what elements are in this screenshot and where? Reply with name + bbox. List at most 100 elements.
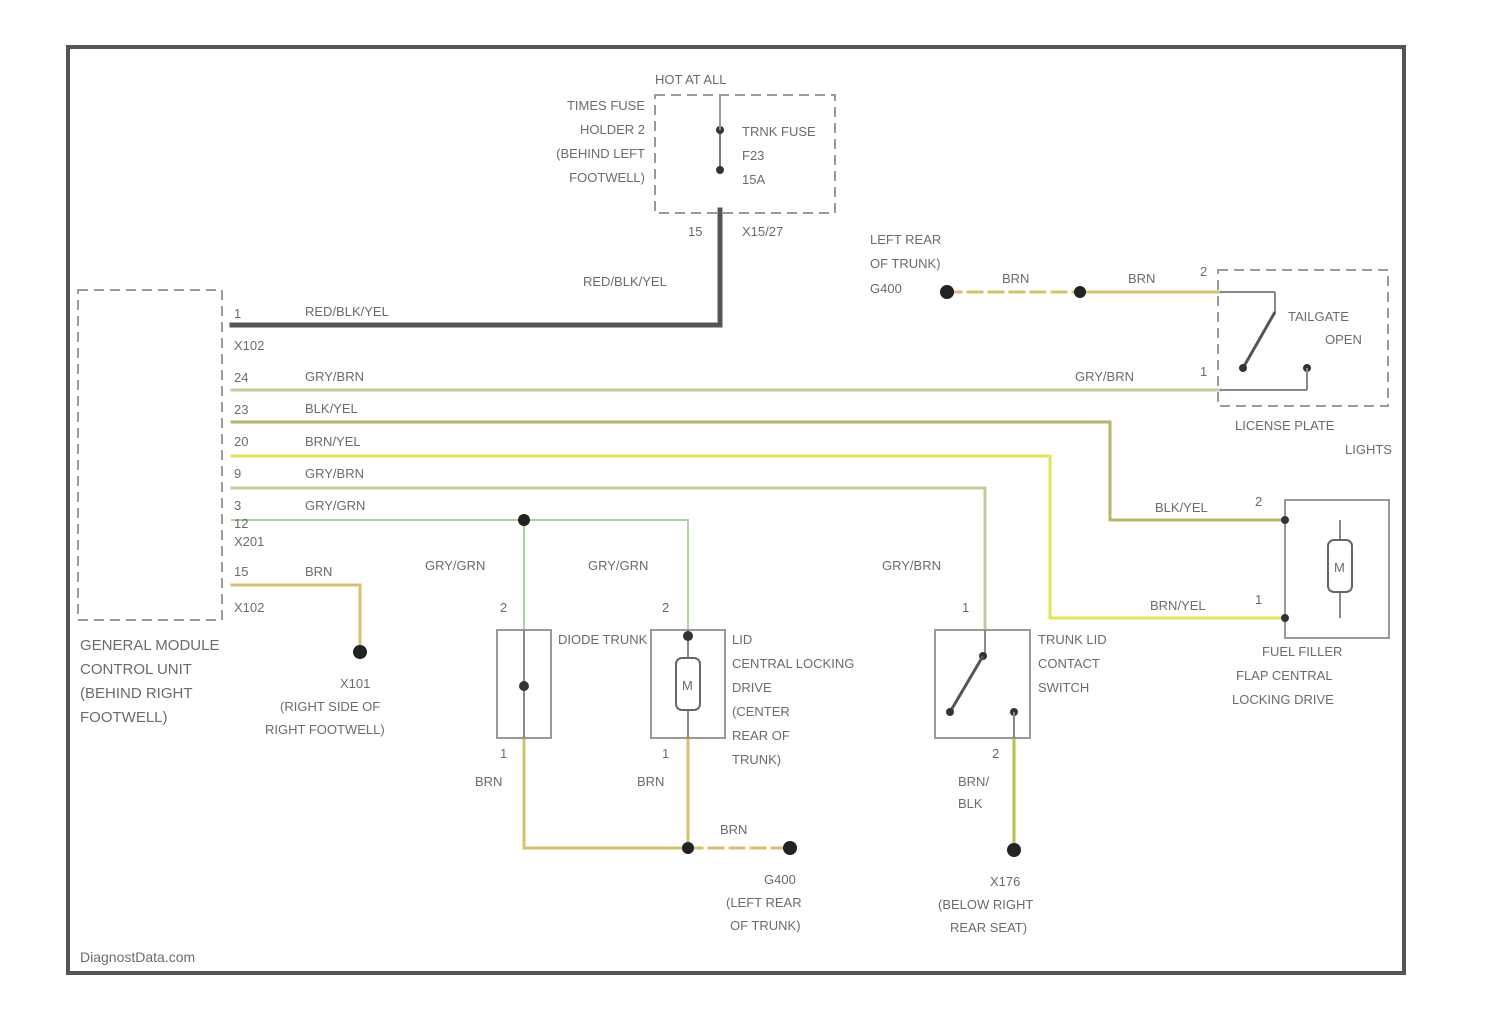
license-pin-bottom: 1 (1200, 364, 1207, 379)
ground-x101-dot (353, 645, 367, 659)
ground-g400-bottom-line-3: OF TRUNK) (730, 918, 801, 933)
ground-x101-line-1: X101 (340, 676, 370, 691)
fuse-holder-line-4: FOOTWELL) (569, 170, 645, 185)
ground-x176-line-3: REAR SEAT) (950, 920, 1027, 935)
gm-connector-x102: X102 (234, 338, 264, 353)
fuel-pin-1-dot (1281, 614, 1289, 622)
gm-pin-9: 9 (234, 466, 241, 481)
wire-label-red-blk-yel-1: RED/BLK/YEL (583, 274, 667, 289)
fuse-label-line-2: F23 (742, 148, 764, 163)
splice-top (1074, 286, 1086, 298)
trunk-switch-line-2: CONTACT (1038, 656, 1100, 671)
license-pin-top: 2 (1200, 264, 1207, 279)
lid-label-line-1: LID (732, 632, 752, 647)
diode-pin-bottom: 1 (500, 746, 507, 761)
wire-label-red-blk-yel-2: RED/BLK/YEL (305, 304, 389, 319)
fuse-holder-line-1: TIMES FUSE (567, 98, 645, 113)
ground-x176-line-1: X176 (990, 874, 1020, 889)
wire-blk-yel-fuel (232, 422, 1285, 520)
trunk-switch-contact-left (946, 708, 954, 716)
wire-label-brn-yel: BRN/YEL (305, 434, 361, 449)
trunk-lid-contact-switch: 1 2 TRUNK LID CONTACT SWITCH (935, 600, 1107, 761)
tailgate-switch-blade (1243, 312, 1275, 368)
lid-label-line-4: (CENTER (732, 704, 790, 719)
gm-connector-x102-b: X102 (234, 600, 264, 615)
ground-g400-top-line-1: LEFT REAR (870, 232, 941, 247)
lid-central-locking-drive: M 2 1 LID CENTRAL LOCKING DRIVE (CENTER … (651, 600, 854, 767)
watermark: DiagnostData.com (80, 949, 195, 965)
ground-g400-top-dot (940, 285, 954, 299)
fuse-label-line-3: 15A (742, 172, 765, 187)
general-module: 1 X102 24 23 20 9 3 12 X201 15 X102 GENE… (78, 290, 264, 726)
wire-brn-yel-fuel (232, 456, 1285, 618)
gm-label-line-2: CONTROL UNIT (80, 661, 192, 678)
fuel-pin-bottom: 1 (1255, 592, 1262, 607)
wire-label-gry-brn-right: GRY/BRN (1075, 369, 1134, 384)
ground-g400-bottom-line-2: (LEFT REAR (726, 895, 802, 910)
wire-label-gry-brn-switch: GRY/BRN (882, 558, 941, 573)
license-plate-box (1218, 270, 1388, 406)
trunk-switch-pin-bottom: 2 (992, 746, 999, 761)
gm-pin-23: 23 (234, 402, 248, 417)
wire-label-gry-brn-1: GRY/BRN (305, 369, 364, 384)
fuse-terminal-bottom (716, 166, 724, 174)
fuse-pin-right: X15/27 (742, 224, 783, 239)
ground-x176-dot (1007, 843, 1021, 857)
lid-pin-2-dot (683, 631, 693, 641)
license-plate-lights: 2 1 TAILGATE OPEN LICENSE PLATE LIGHTS (1200, 264, 1392, 457)
gm-pin-3: 3 (234, 498, 241, 513)
wire-label-brn-diode: BRN (475, 774, 502, 789)
trunk-switch-pin-top: 1 (962, 600, 969, 615)
tailgate-switch-contact-left (1239, 364, 1247, 372)
fuel-motor-label: M (1334, 560, 1345, 575)
gm-pin-1: 1 (234, 306, 241, 321)
lid-label-line-2: CENTRAL LOCKING (732, 656, 854, 671)
wire-label-brn-yel-fuel: BRN/YEL (1150, 598, 1206, 613)
wire-label-brn-lid: BRN (637, 774, 664, 789)
wire-label-gry-grn-diode: GRY/GRN (425, 558, 485, 573)
lid-pin-top: 2 (662, 600, 669, 615)
trunk-switch-line-3: SWITCH (1038, 680, 1089, 695)
wire-label-brn-top-2: BRN (1128, 271, 1155, 286)
ground-x176-line-2: (BELOW RIGHT (938, 897, 1033, 912)
wire-label-gry-brn-2: GRY/BRN (305, 466, 364, 481)
gm-pin-15: 15 (234, 564, 248, 579)
tailgate-line-1: TAILGATE (1288, 309, 1349, 324)
license-label-line-2: LIGHTS (1345, 442, 1392, 457)
splice-gry-grn (518, 514, 530, 526)
diode-trunk: 2 1 DIODE TRUNK (497, 514, 648, 761)
ground-g400-top-line-3: G400 (870, 281, 902, 296)
splice-brn-bottom (682, 842, 694, 854)
fuse-holder-line-2: HOLDER 2 (580, 122, 645, 137)
ground-g400-top: LEFT REAR OF TRUNK) G400 (870, 232, 1086, 299)
gm-pin-24: 24 (234, 370, 248, 385)
wire-gry-grn (232, 520, 688, 630)
wire-label-brn-bottom: BRN (720, 822, 747, 837)
wire-label-brn-gm: BRN (305, 564, 332, 579)
fuse-hot-label: HOT AT ALL (655, 72, 727, 87)
wire-label-gry-grn-lid: GRY/GRN (588, 558, 648, 573)
gm-pin-20: 20 (234, 434, 248, 449)
lid-label-line-3: DRIVE (732, 680, 772, 695)
ground-x176: X176 (BELOW RIGHT REAR SEAT) (938, 843, 1033, 935)
general-module-box (78, 290, 222, 620)
trunk-switch-box (935, 630, 1030, 738)
license-label-line-1: LICENSE PLATE (1235, 418, 1335, 433)
ground-g400-bottom-dot (783, 841, 797, 855)
diode-dot (519, 681, 529, 691)
wire-label-brn-blk-2: BLK (958, 796, 983, 811)
fuse-label-line-1: TRNK FUSE (742, 124, 816, 139)
lid-motor-label: M (682, 678, 693, 693)
ground-g400-bottom-line-1: G400 (764, 872, 796, 887)
fuel-label-line-1: FUEL FILLER (1262, 644, 1342, 659)
ground-x101: X101 (RIGHT SIDE OF RIGHT FOOTWELL) (265, 645, 385, 737)
fuel-filler-drive: M 2 1 FUEL FILLER FLAP CENTRAL LOCKING D… (1232, 494, 1389, 707)
gm-label-line-4: FOOTWELL) (80, 709, 168, 726)
ground-g400-top-line-2: OF TRUNK) (870, 256, 941, 271)
wire-brn-gm-ground (232, 585, 360, 652)
wire-label-gry-grn: GRY/GRN (305, 498, 365, 513)
fuel-label-line-2: FLAP CENTRAL (1236, 668, 1333, 683)
diode-pin-top: 2 (500, 600, 507, 615)
tailgate-line-2: OPEN (1325, 332, 1362, 347)
wire-label-brn-top-1: BRN (1002, 271, 1029, 286)
